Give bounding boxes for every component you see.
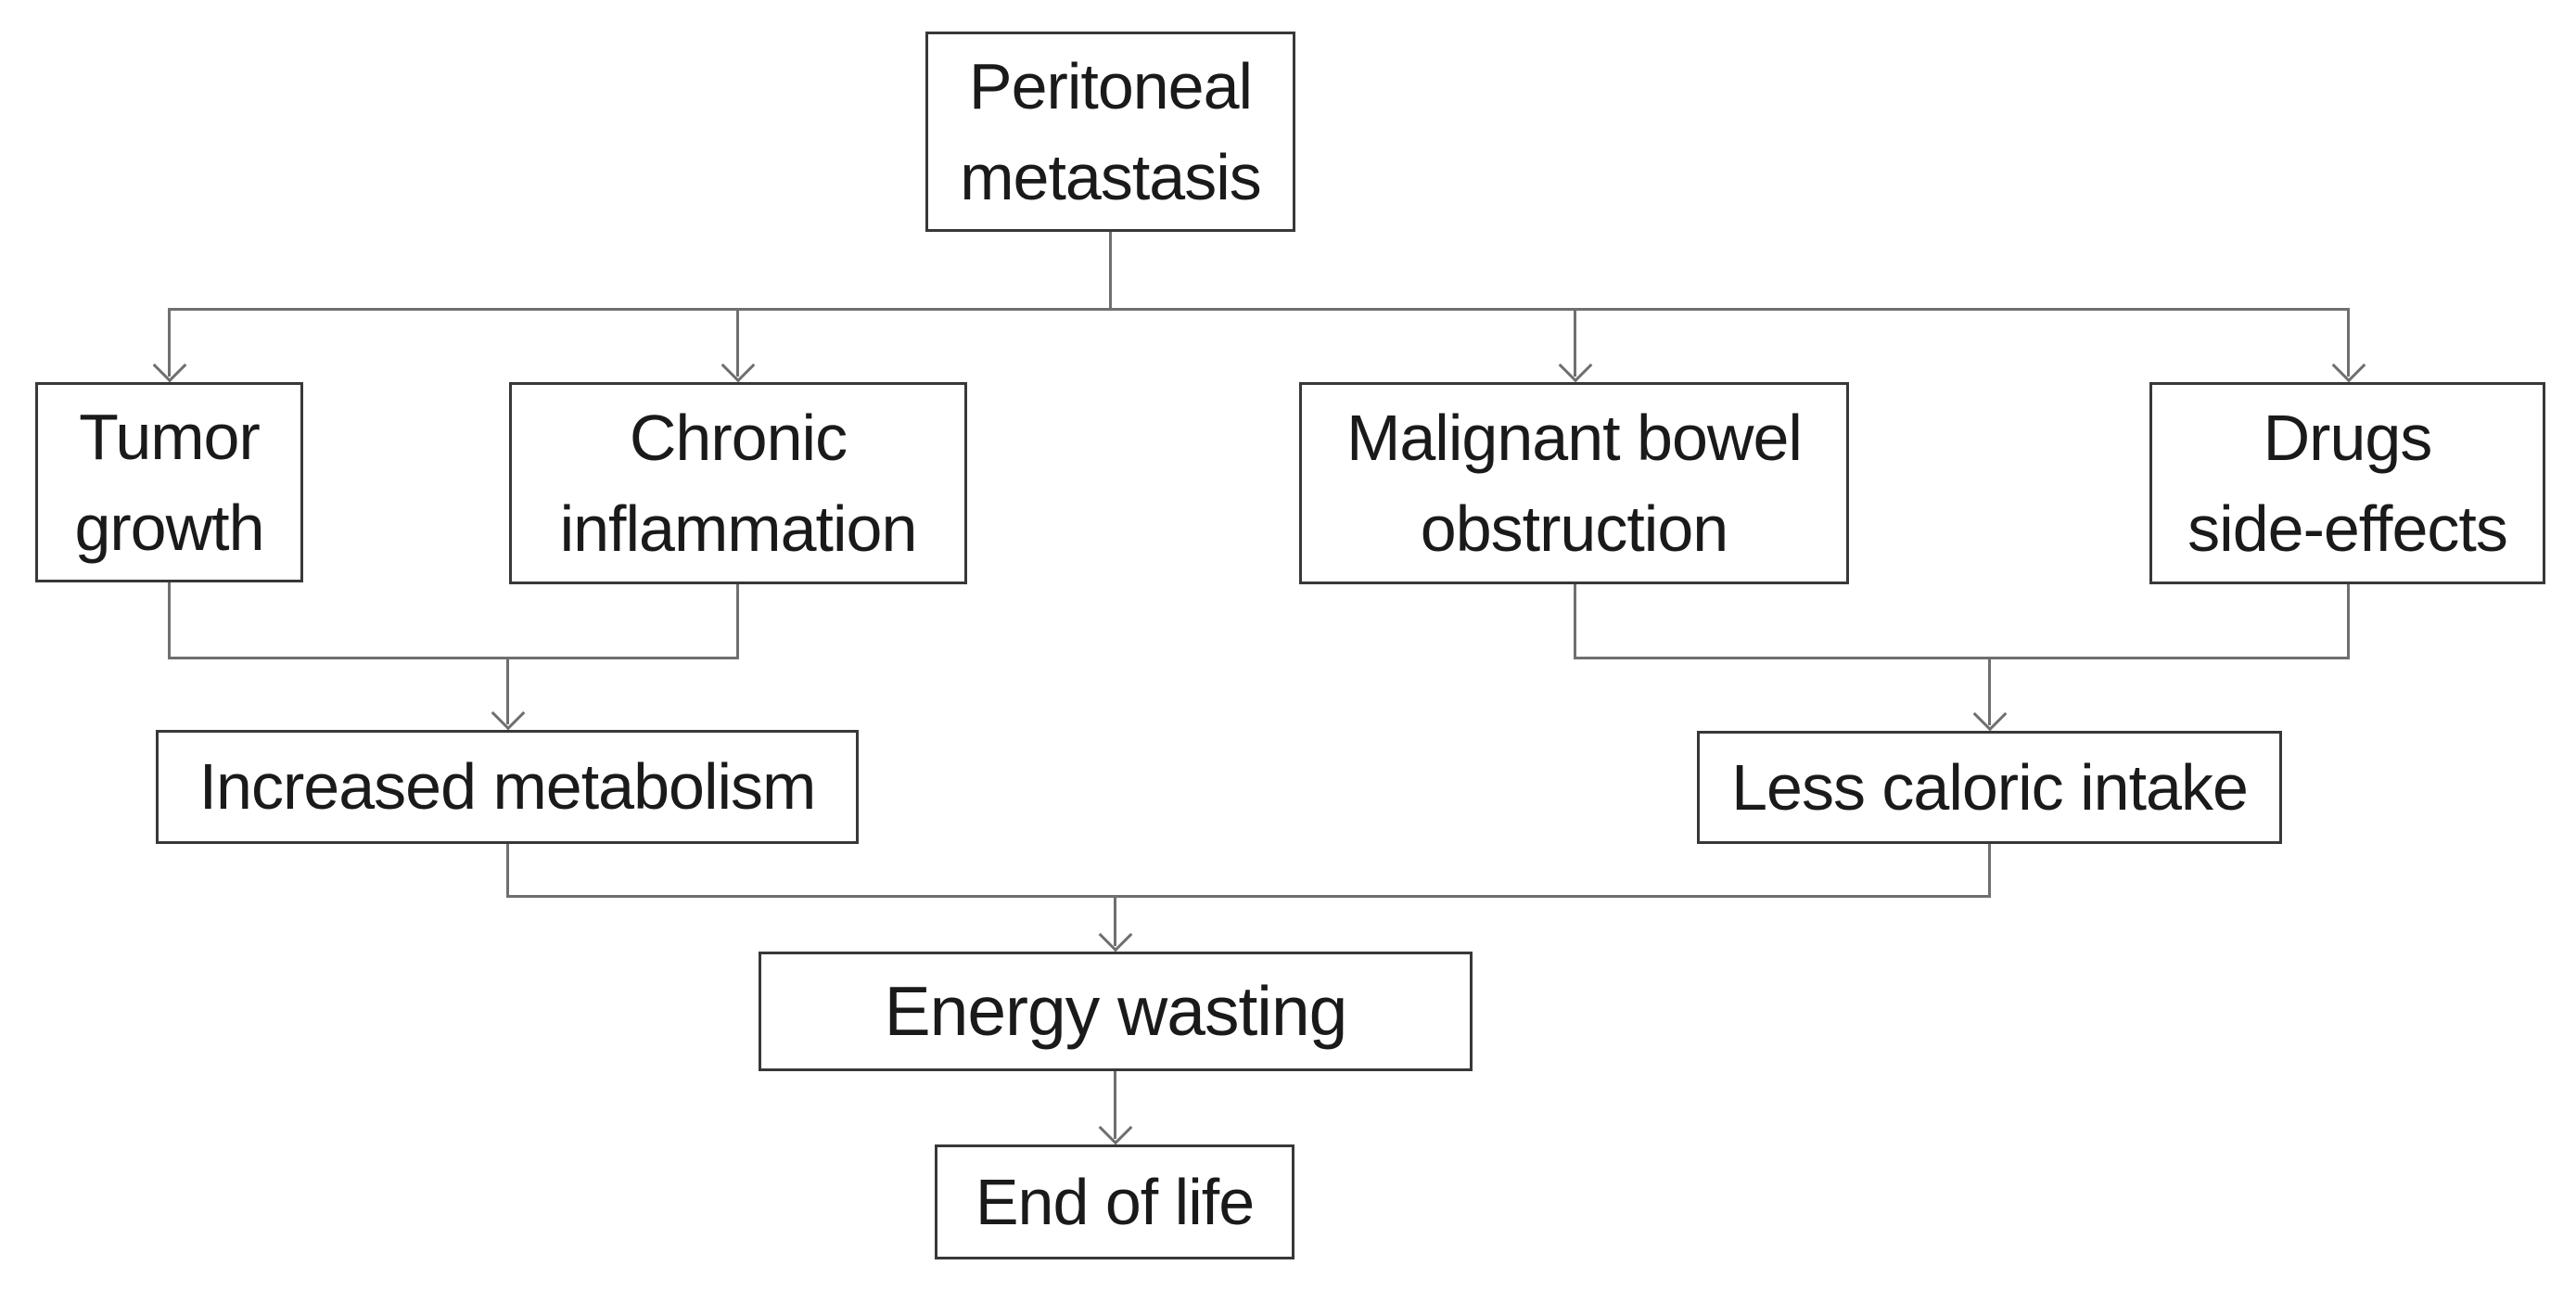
node-label-drugs-side-effects: Drugs side-effects [2187,402,2508,565]
arrowhead-tumor [152,348,187,383]
edge-drop-chronic [736,308,739,377]
node-tumor-growth: Tumor growth [35,382,303,582]
node-label-malignant-bowel-obstruction: Malignant bowel obstruction [1346,402,1803,565]
edge-chronic-stub [736,584,739,659]
arrowhead-drugs [2331,348,2366,383]
edge-less-stub [1988,844,1991,898]
node-label-increased-metabolism: Increased metabolism [198,750,817,823]
arrowhead-chronic [721,348,756,383]
node-end-of-life: End of life [935,1144,1294,1259]
edge-right-bus [1574,657,2350,659]
edge-left-bus [168,657,739,659]
node-less-caloric-intake: Less caloric intake [1697,731,2282,844]
arrowhead-less [1972,697,2008,732]
node-drugs-side-effects: Drugs side-effects [2149,382,2545,584]
edge-drop-drugs [2347,308,2350,377]
arrowhead-increased [491,696,526,731]
edge-drugs-stub [2347,584,2350,659]
edge-drop-increased [506,657,509,724]
node-peritoneal-metastasis: Peritoneal metastasis [925,32,1295,232]
edge-tumor-stub [168,582,171,659]
node-malignant-bowel-obstruction: Malignant bowel obstruction [1299,382,1849,584]
edge-increased-stub [506,844,509,898]
edge-drop-tumor [168,308,171,377]
edge-malignant-stub [1574,584,1576,659]
edge-energy-to-end [1114,1071,1116,1139]
node-chronic-inflammation: Chronic inflammation [509,382,967,584]
edge-row2-bus [168,308,2350,311]
edge-bottom-bus [506,895,1991,898]
arrowhead-endoflife [1098,1110,1133,1145]
edge-drop-energy [1114,895,1116,946]
node-label-end-of-life: End of life [975,1165,1255,1238]
arrowhead-energy [1098,917,1133,952]
node-label-peritoneal-metastasis: Peritoneal metastasis [960,50,1262,213]
node-increased-metabolism: Increased metabolism [156,730,859,844]
edge-peritoneal-stub [1109,232,1112,311]
node-energy-wasting: Energy wasting [759,952,1473,1071]
node-label-less-caloric-intake: Less caloric intake [1731,750,2249,824]
node-label-energy-wasting: Energy wasting [884,972,1348,1051]
node-label-chronic-inflammation: Chronic inflammation [559,402,918,565]
arrowhead-malignant [1558,348,1593,383]
node-label-tumor-growth: Tumor growth [74,401,264,564]
edge-drop-malignant [1574,308,1576,377]
edge-drop-less [1988,657,1991,725]
